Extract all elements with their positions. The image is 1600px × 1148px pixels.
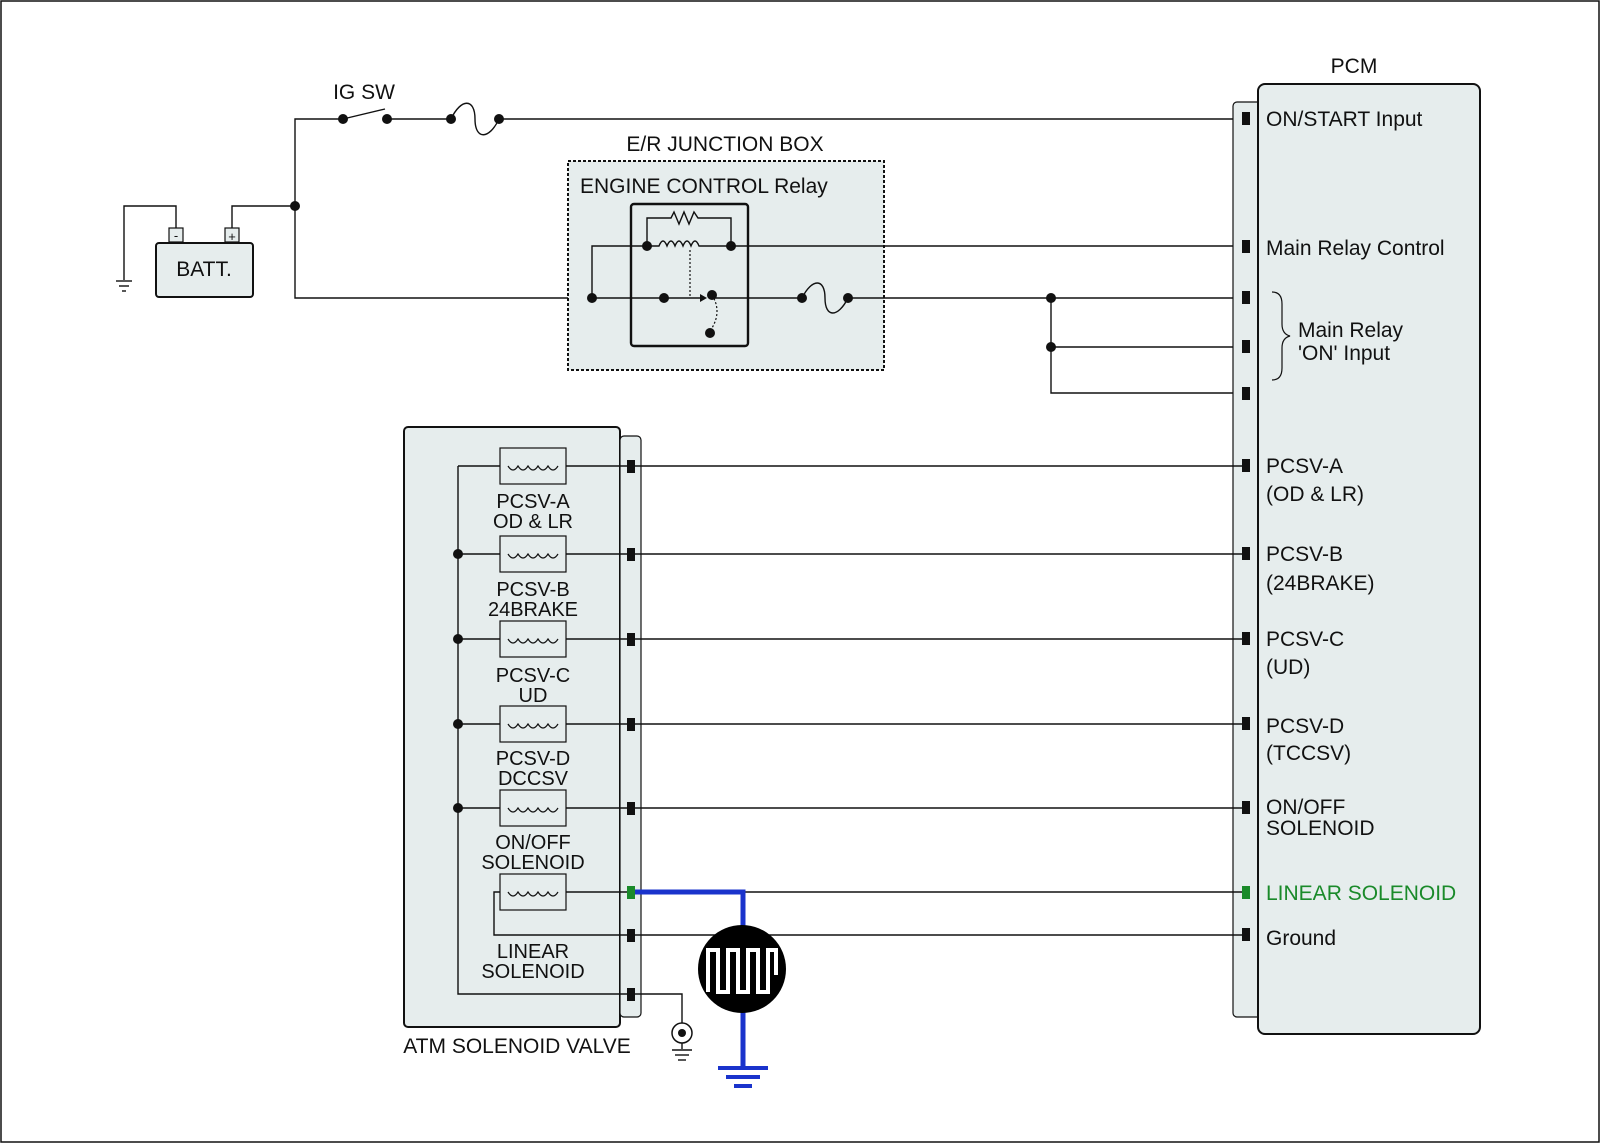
pcm-pin-onoff-label-2: SOLENOID <box>1266 817 1375 840</box>
solenoid-pcsv-b <box>458 535 632 573</box>
fuse-ig <box>446 102 504 136</box>
pcm-pins <box>1242 112 1250 941</box>
pcm-pin <box>1242 240 1250 253</box>
solenoid-onoff <box>458 789 632 827</box>
battery-positive-wire <box>231 205 295 228</box>
pcm-pin-ground-label: Ground <box>1266 927 1336 950</box>
pcm-pin-pcsv-a-label-1: PCSV-A <box>1266 455 1343 478</box>
relay-label: ENGINE CONTROL Relay <box>580 175 828 198</box>
solenoid-f-label-1: LINEAR <box>497 941 569 963</box>
ig-switch-label: IG SW <box>333 81 395 104</box>
pcm-pin-onoff-label-1: ON/OFF <box>1266 796 1345 819</box>
pcm-pin <box>1242 340 1250 353</box>
pcm-pin-pcsv-b-label-2: (24BRAKE) <box>1266 572 1375 595</box>
pcm-pin <box>1242 801 1250 814</box>
pcm-pin-pcsv-b-label-1: PCSV-B <box>1266 543 1343 566</box>
relay-contacts <box>659 290 718 338</box>
solenoid-linear <box>493 873 632 936</box>
probe-waveform-icon <box>698 925 786 1013</box>
pcm-pin-pcsv-a-label-2: (OD & LR) <box>1266 483 1364 506</box>
solenoid-pcsv-c <box>458 620 632 658</box>
solenoid-c-label-1: PCSV-C <box>496 665 570 687</box>
atm-title: ATM SOLENOID VALVE <box>403 1035 631 1058</box>
main-relay-on-wire-3 <box>1050 298 1240 394</box>
main-relay-brace <box>1271 291 1291 381</box>
relay-coil-feed-wire <box>591 245 647 298</box>
ignition-switch: IG SW <box>333 81 450 124</box>
pcm-pin <box>1242 717 1250 730</box>
pcm-pin-linear-label: LINEAR SOLENOID <box>1266 882 1456 905</box>
pcm-pin-linear <box>1242 886 1250 899</box>
solenoid-d-label-1: PCSV-D <box>496 748 570 770</box>
solenoid-e-label-1: ON/OFF <box>495 832 571 854</box>
relay-coil <box>642 210 736 296</box>
battery-ground-wire <box>123 205 177 280</box>
pcm-pin <box>1242 459 1250 472</box>
pcm-pin-main-relay-on-label-2: 'ON' Input <box>1298 342 1390 365</box>
solenoid-b-label-2: 24BRAKE <box>488 599 578 621</box>
solenoid-e-label-2: SOLENOID <box>481 852 584 874</box>
pcm-pin <box>1242 291 1250 304</box>
solenoid-c-label-2: UD <box>519 685 548 707</box>
pcm-pin-main-relay-on-label-1: Main Relay <box>1298 319 1404 342</box>
solenoid-b-label-1: PCSV-B <box>496 579 569 601</box>
probe-signal-wire <box>635 889 746 928</box>
pcm-body <box>1257 83 1481 1035</box>
pcm-pin-pcsv-d-label-2: (TCCSV) <box>1266 742 1351 765</box>
junction-box-title: E/R JUNCTION BOX <box>626 133 823 156</box>
pcm-pin-pcsv-c-label-2: (UD) <box>1266 656 1310 679</box>
battery-plus-sign: + <box>228 229 236 244</box>
solenoid-pcsv-d <box>458 705 632 743</box>
pcm-pin <box>1242 928 1250 941</box>
pcm-pin <box>1242 547 1250 560</box>
solenoid-pcsv-a <box>458 447 632 485</box>
ig-feed-wire <box>294 118 343 206</box>
pcm-title: PCM <box>1331 55 1378 78</box>
battery-minus-sign: - <box>174 228 178 243</box>
solenoid-a-label-1: PCSV-A <box>496 491 570 513</box>
oscilloscope-probe <box>635 889 786 1088</box>
atm-pins <box>627 460 635 1001</box>
battery-body <box>155 242 254 298</box>
pcm-pin-pcsv-d-label-1: PCSV-D <box>1266 715 1344 738</box>
pcm-pin <box>1242 632 1250 645</box>
harness-wires <box>635 465 1242 936</box>
relay-feed-wire <box>294 206 592 299</box>
solenoid-f-label-2: SOLENOID <box>481 961 584 983</box>
pcm-pin-pcsv-c-label-1: PCSV-C <box>1266 628 1344 651</box>
pcm-pin <box>1242 387 1250 400</box>
battery-label: BATT. <box>176 258 232 281</box>
battery: - + BATT. <box>155 227 254 298</box>
pcm-pin <box>1242 112 1250 125</box>
solenoid-a-label-2: OD & LR <box>493 511 573 533</box>
pcm-pin-on-start-label: ON/START Input <box>1266 108 1423 131</box>
pcm-pin-main-relay-control-label: Main Relay Control <box>1266 237 1445 260</box>
atm-ground <box>635 993 693 1061</box>
solenoid-d-label-2: DCCSV <box>498 768 569 790</box>
ground-symbol-battery <box>116 280 132 292</box>
